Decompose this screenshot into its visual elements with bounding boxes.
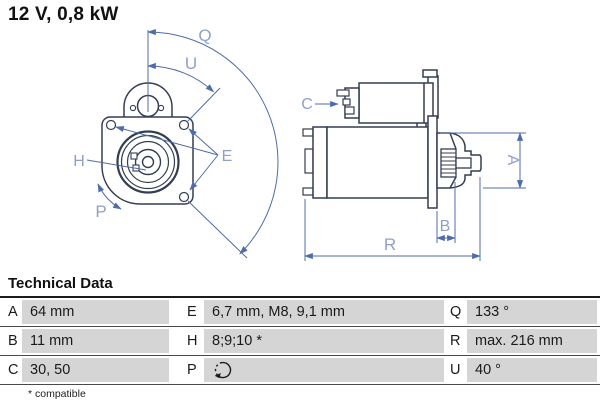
motor-body: [326, 126, 429, 199]
end-cap: [312, 126, 328, 199]
side-view: [302, 69, 482, 209]
key-b: B: [0, 327, 22, 355]
key-e: E: [169, 298, 204, 326]
label-q: Q: [198, 26, 211, 45]
section-heading: Technical Data: [8, 275, 113, 292]
e-leader-1: [115, 126, 219, 156]
value-p: [204, 356, 444, 384]
dimension-labels: Q U E H P C A B R: [73, 26, 521, 254]
label-a: A: [504, 155, 521, 166]
technical-drawing: Q U E H P C A B R: [73, 26, 526, 261]
solenoid-terminal-1: [336, 89, 350, 97]
bolt-hole-bottom-right: [178, 191, 190, 203]
ear-hole-small-left: [129, 104, 137, 112]
label-r: R: [384, 235, 396, 254]
flange-plate: [427, 115, 438, 209]
solenoid-terminal-2: [342, 98, 351, 106]
product-title: 12 V, 0,8 kW: [8, 4, 119, 25]
table-row: B 11 mm H 8;9;10 * R max. 216 mm: [0, 327, 600, 356]
label-e: E: [222, 148, 233, 165]
value-e: 6,7 mm, M8, 9,1 mm: [204, 298, 444, 326]
key-u: U: [444, 356, 467, 384]
label-c: C: [301, 96, 313, 113]
pinion-shaft: [455, 157, 472, 169]
value-a: 64 mm: [22, 298, 169, 326]
technical-data-section: Technical Data A 64 mm E 6,7 mm, M8, 9,1…: [0, 275, 600, 400]
rear-boss: [304, 148, 314, 174]
key-c: C: [0, 356, 22, 384]
label-h: H: [73, 153, 85, 170]
rear-stud-top: [302, 128, 314, 137]
u-angle-arc: [147, 62, 215, 93]
pinion-teeth: [441, 152, 456, 174]
e-leader-2: [188, 128, 219, 156]
bolt-hole-top-left: [105, 119, 117, 131]
key-r: R: [444, 327, 467, 355]
label-p: P: [95, 202, 106, 221]
table-row: C 30, 50 P U 40 °: [0, 356, 600, 385]
dimension-lines: [86, 28, 526, 261]
solenoid-body: [358, 82, 434, 124]
value-c: 30, 50: [22, 356, 169, 384]
key-q: Q: [444, 298, 467, 326]
key-a: A: [0, 298, 22, 326]
q-angle-arc: [147, 28, 279, 255]
h-leader: [86, 159, 147, 171]
top-bracket: [422, 69, 438, 78]
u-radial-line: [187, 87, 221, 122]
label-u: U: [185, 54, 197, 73]
e-leader-3: [189, 154, 219, 191]
label-b: B: [440, 218, 451, 235]
hub-notch-1: [130, 152, 138, 160]
rear-stud-bottom: [302, 187, 314, 196]
value-b: 11 mm: [22, 327, 169, 355]
rotation-direction-icon: [214, 361, 232, 379]
value-h: 8;9;10 *: [204, 327, 444, 355]
value-u: 40 °: [467, 356, 597, 384]
q-radial-line: [187, 200, 248, 259]
value-q: 133 °: [467, 298, 597, 326]
technical-data-table: A 64 mm E 6,7 mm, M8, 9,1 mm Q 133 ° B 1…: [0, 296, 600, 385]
footnote: * compatible: [28, 388, 86, 400]
p-rotation-arrow: [97, 183, 122, 210]
value-r: max. 216 mm: [467, 327, 597, 355]
solenoid-terminal-3: [344, 106, 355, 115]
key-p: P: [169, 356, 204, 384]
table-row: A 64 mm E 6,7 mm, M8, 9,1 mm Q 133 °: [0, 298, 600, 327]
key-h: H: [169, 327, 204, 355]
bolt-hole-top-right: [178, 119, 190, 131]
